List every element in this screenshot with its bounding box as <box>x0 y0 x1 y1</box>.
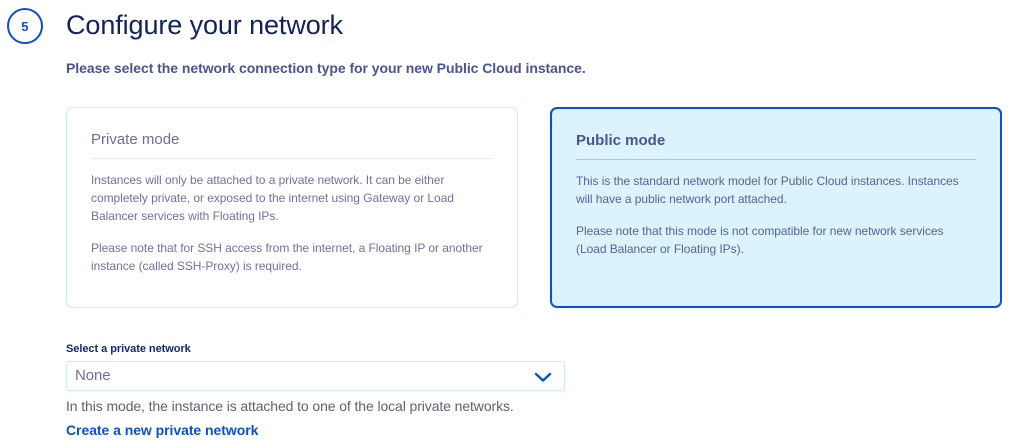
card-title-public: Public mode <box>576 132 666 149</box>
card-title-private: Private mode <box>91 131 180 148</box>
private-network-select[interactable]: None <box>66 361 565 391</box>
step-number-badge: 5 <box>7 8 43 44</box>
create-new-private-network-link[interactable]: Create a new private network <box>66 422 259 438</box>
page-title: Configure your network <box>66 10 343 40</box>
page-subtitle: Please select the network connection typ… <box>66 60 586 76</box>
chevron-down-icon[interactable] <box>534 370 552 382</box>
card-paragraph: Instances will only be attached to a pri… <box>91 173 454 223</box>
private-network-section: Select a private network None In this mo… <box>66 342 766 440</box>
card-paragraph: This is the standard network model for P… <box>576 174 959 206</box>
card-divider <box>91 158 493 159</box>
private-network-selected-value: None <box>75 367 111 384</box>
network-mode-card-public[interactable]: Public mode This is the standard network… <box>550 107 1002 308</box>
network-mode-card-private[interactable]: Private mode Instances will only be atta… <box>66 107 518 308</box>
card-paragraph: Please note that this mode is not compat… <box>576 224 944 256</box>
network-mode-card-group: Private mode Instances will only be atta… <box>66 107 1002 308</box>
card-paragraph: Please note that for SSH access from the… <box>91 241 483 273</box>
card-divider <box>576 159 976 160</box>
private-network-helper-text: In this mode, the instance is attached t… <box>66 398 514 414</box>
private-network-label: Select a private network <box>66 343 191 355</box>
